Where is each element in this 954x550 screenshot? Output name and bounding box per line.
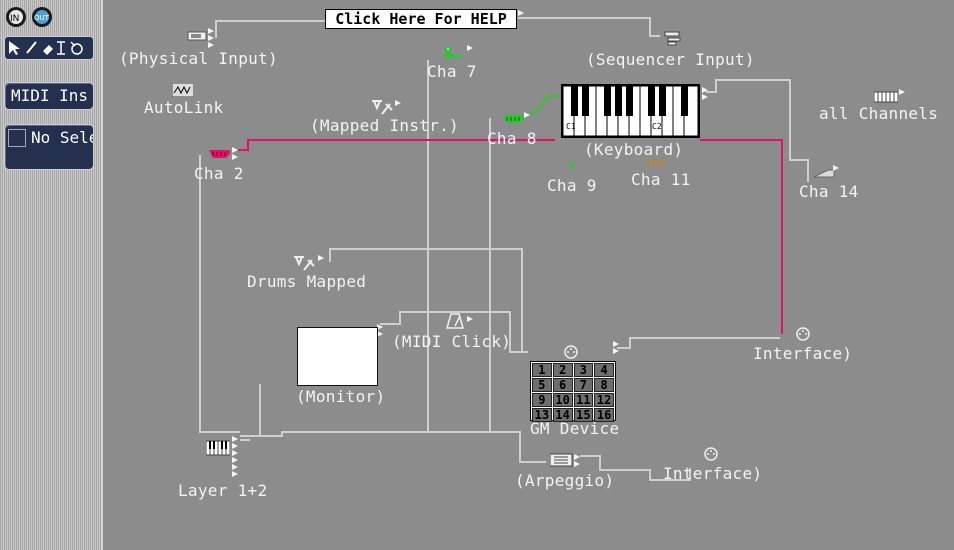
keyboard-keys[interactable] xyxy=(562,85,699,137)
environment-sidebar: IN OUT MIDI Ins No Sele xyxy=(0,0,101,550)
all-channels-output-triangle[interactable] xyxy=(899,89,905,95)
all-channels-label: all Channels xyxy=(819,104,939,123)
arpeggio-label: (Arpeggio) xyxy=(515,471,615,490)
cha-9-label: Cha 9 xyxy=(547,176,597,195)
drums-mapped-label: Drums Mapped xyxy=(247,272,367,291)
interface-2-label: Interface) xyxy=(663,464,763,483)
object-parameter-label: No Sele xyxy=(31,128,94,147)
cha-7-instrument-icon[interactable] xyxy=(443,44,463,63)
gm-channel-cell[interactable]: 13 xyxy=(532,408,552,422)
keyboard-label: (Keyboard) xyxy=(584,140,684,159)
cha-9-instrument-icon[interactable] xyxy=(561,156,583,175)
gm-channel-cell[interactable]: 2 xyxy=(552,363,573,377)
gm-channel-cell[interactable]: 3 xyxy=(573,363,594,377)
keyboard-object[interactable]: C1 C2 xyxy=(561,84,700,138)
physical-input-icon[interactable] xyxy=(186,28,210,47)
cha-11-label: Cha 11 xyxy=(631,170,691,189)
gm-channel-cell[interactable]: 12 xyxy=(594,393,614,407)
gm-device-connector-icon[interactable] xyxy=(563,344,579,364)
sequencer-input-icon[interactable] xyxy=(663,30,683,50)
gm-device-input-ports-icon[interactable] xyxy=(613,340,621,359)
arpeggio-icon[interactable] xyxy=(549,452,574,471)
gm-device-label: GM Device xyxy=(530,419,620,438)
layer-keyboard-icon[interactable] xyxy=(205,440,231,460)
interface-2-icon[interactable] xyxy=(703,446,719,466)
midi-in-icon[interactable]: IN xyxy=(4,5,28,33)
layer-label: Layer 1+2 xyxy=(178,481,268,500)
gm-channel-cell[interactable]: 6 xyxy=(552,378,573,392)
cha-7-label: Cha 7 xyxy=(427,62,477,81)
monitor-label: (Monitor) xyxy=(296,387,386,406)
gm-channel-cell[interactable]: 16 xyxy=(594,408,614,422)
cha-14-output-triangle[interactable] xyxy=(833,165,839,171)
svg-text:OUT: OUT xyxy=(34,14,50,22)
cha-2-output-ports-icon[interactable] xyxy=(232,146,240,165)
monitor-object[interactable] xyxy=(297,327,378,386)
gm-channel-cell[interactable]: 8 xyxy=(594,378,614,392)
gm-channel-cell[interactable]: 1 xyxy=(532,363,552,377)
interface-1-icon[interactable] xyxy=(795,326,811,346)
interface-1-label: Interface) xyxy=(753,344,853,363)
gm-channel-cell[interactable]: 11 xyxy=(573,393,594,407)
midi-click-input-ports-icon[interactable] xyxy=(377,323,385,342)
cha-8-output-triangle[interactable] xyxy=(524,112,530,118)
mapped-instrument-icon[interactable] xyxy=(370,98,394,120)
cha-2-label: Cha 2 xyxy=(194,164,244,183)
keyboard-c1-label: C1 xyxy=(566,122,576,131)
environment-canvas[interactable] xyxy=(103,0,954,550)
drums-mapped-icon[interactable] xyxy=(292,254,316,276)
cha-8-label: Cha 8 xyxy=(487,129,537,148)
autolink-icon[interactable] xyxy=(171,82,195,101)
midi-click-output-triangle[interactable] xyxy=(467,316,473,322)
sidebar-divider xyxy=(101,0,103,550)
gm-channel-cell[interactable]: 14 xyxy=(552,408,573,422)
midi-click-label: (MIDI Click) xyxy=(392,332,512,351)
keyboard-output-ports-icon[interactable] xyxy=(702,86,710,105)
cha-7-output-triangle[interactable] xyxy=(467,45,473,51)
cha-8-instrument-icon[interactable] xyxy=(502,110,526,129)
layer-selector-button[interactable]: MIDI Ins xyxy=(4,82,94,110)
cha-2-instrument-icon[interactable] xyxy=(208,145,232,164)
tool-palette[interactable] xyxy=(4,36,94,60)
gm-channel-cell[interactable]: 4 xyxy=(594,363,614,377)
midi-out-icon[interactable]: OUT xyxy=(30,5,54,33)
autolink-label: AutoLink xyxy=(144,98,224,117)
help-button[interactable]: Click Here For HELP xyxy=(325,9,517,29)
gm-channel-cell[interactable]: 15 xyxy=(573,408,594,422)
physical-input-label: (Physical Input) xyxy=(119,49,278,68)
object-parameter-box[interactable]: No Sele xyxy=(4,124,94,170)
mapped-instrument-output-triangle[interactable] xyxy=(395,100,401,106)
gm-channel-cell[interactable]: 7 xyxy=(573,378,594,392)
gm-channel-cell[interactable]: 5 xyxy=(532,378,552,392)
mapped-instrument-label: (Mapped Instr.) xyxy=(310,116,459,135)
midi-click-metronome-icon[interactable] xyxy=(445,312,465,334)
layer-output-ports-icon[interactable] xyxy=(232,436,240,482)
object-parameter-icon xyxy=(8,129,26,147)
layer-selector-label: MIDI Ins xyxy=(11,86,89,105)
help-output-triangle[interactable] xyxy=(518,10,524,16)
gm-channel-cell[interactable]: 10 xyxy=(552,393,573,407)
sequencer-input-label: (Sequencer Input) xyxy=(586,50,755,69)
physical-input-ports-icon[interactable] xyxy=(208,28,216,52)
arpeggio-ports-icon[interactable] xyxy=(574,453,582,472)
drums-mapped-output-triangle[interactable] xyxy=(318,255,324,261)
help-button-label: Click Here For HELP xyxy=(335,10,507,28)
cha-14-label: Cha 14 xyxy=(799,182,859,201)
keyboard-c2-label: C2 xyxy=(652,122,662,131)
cha-11-instrument-icon[interactable] xyxy=(645,154,665,173)
gm-channel-cell[interactable]: 9 xyxy=(532,393,552,407)
svg-text:IN: IN xyxy=(10,14,19,24)
